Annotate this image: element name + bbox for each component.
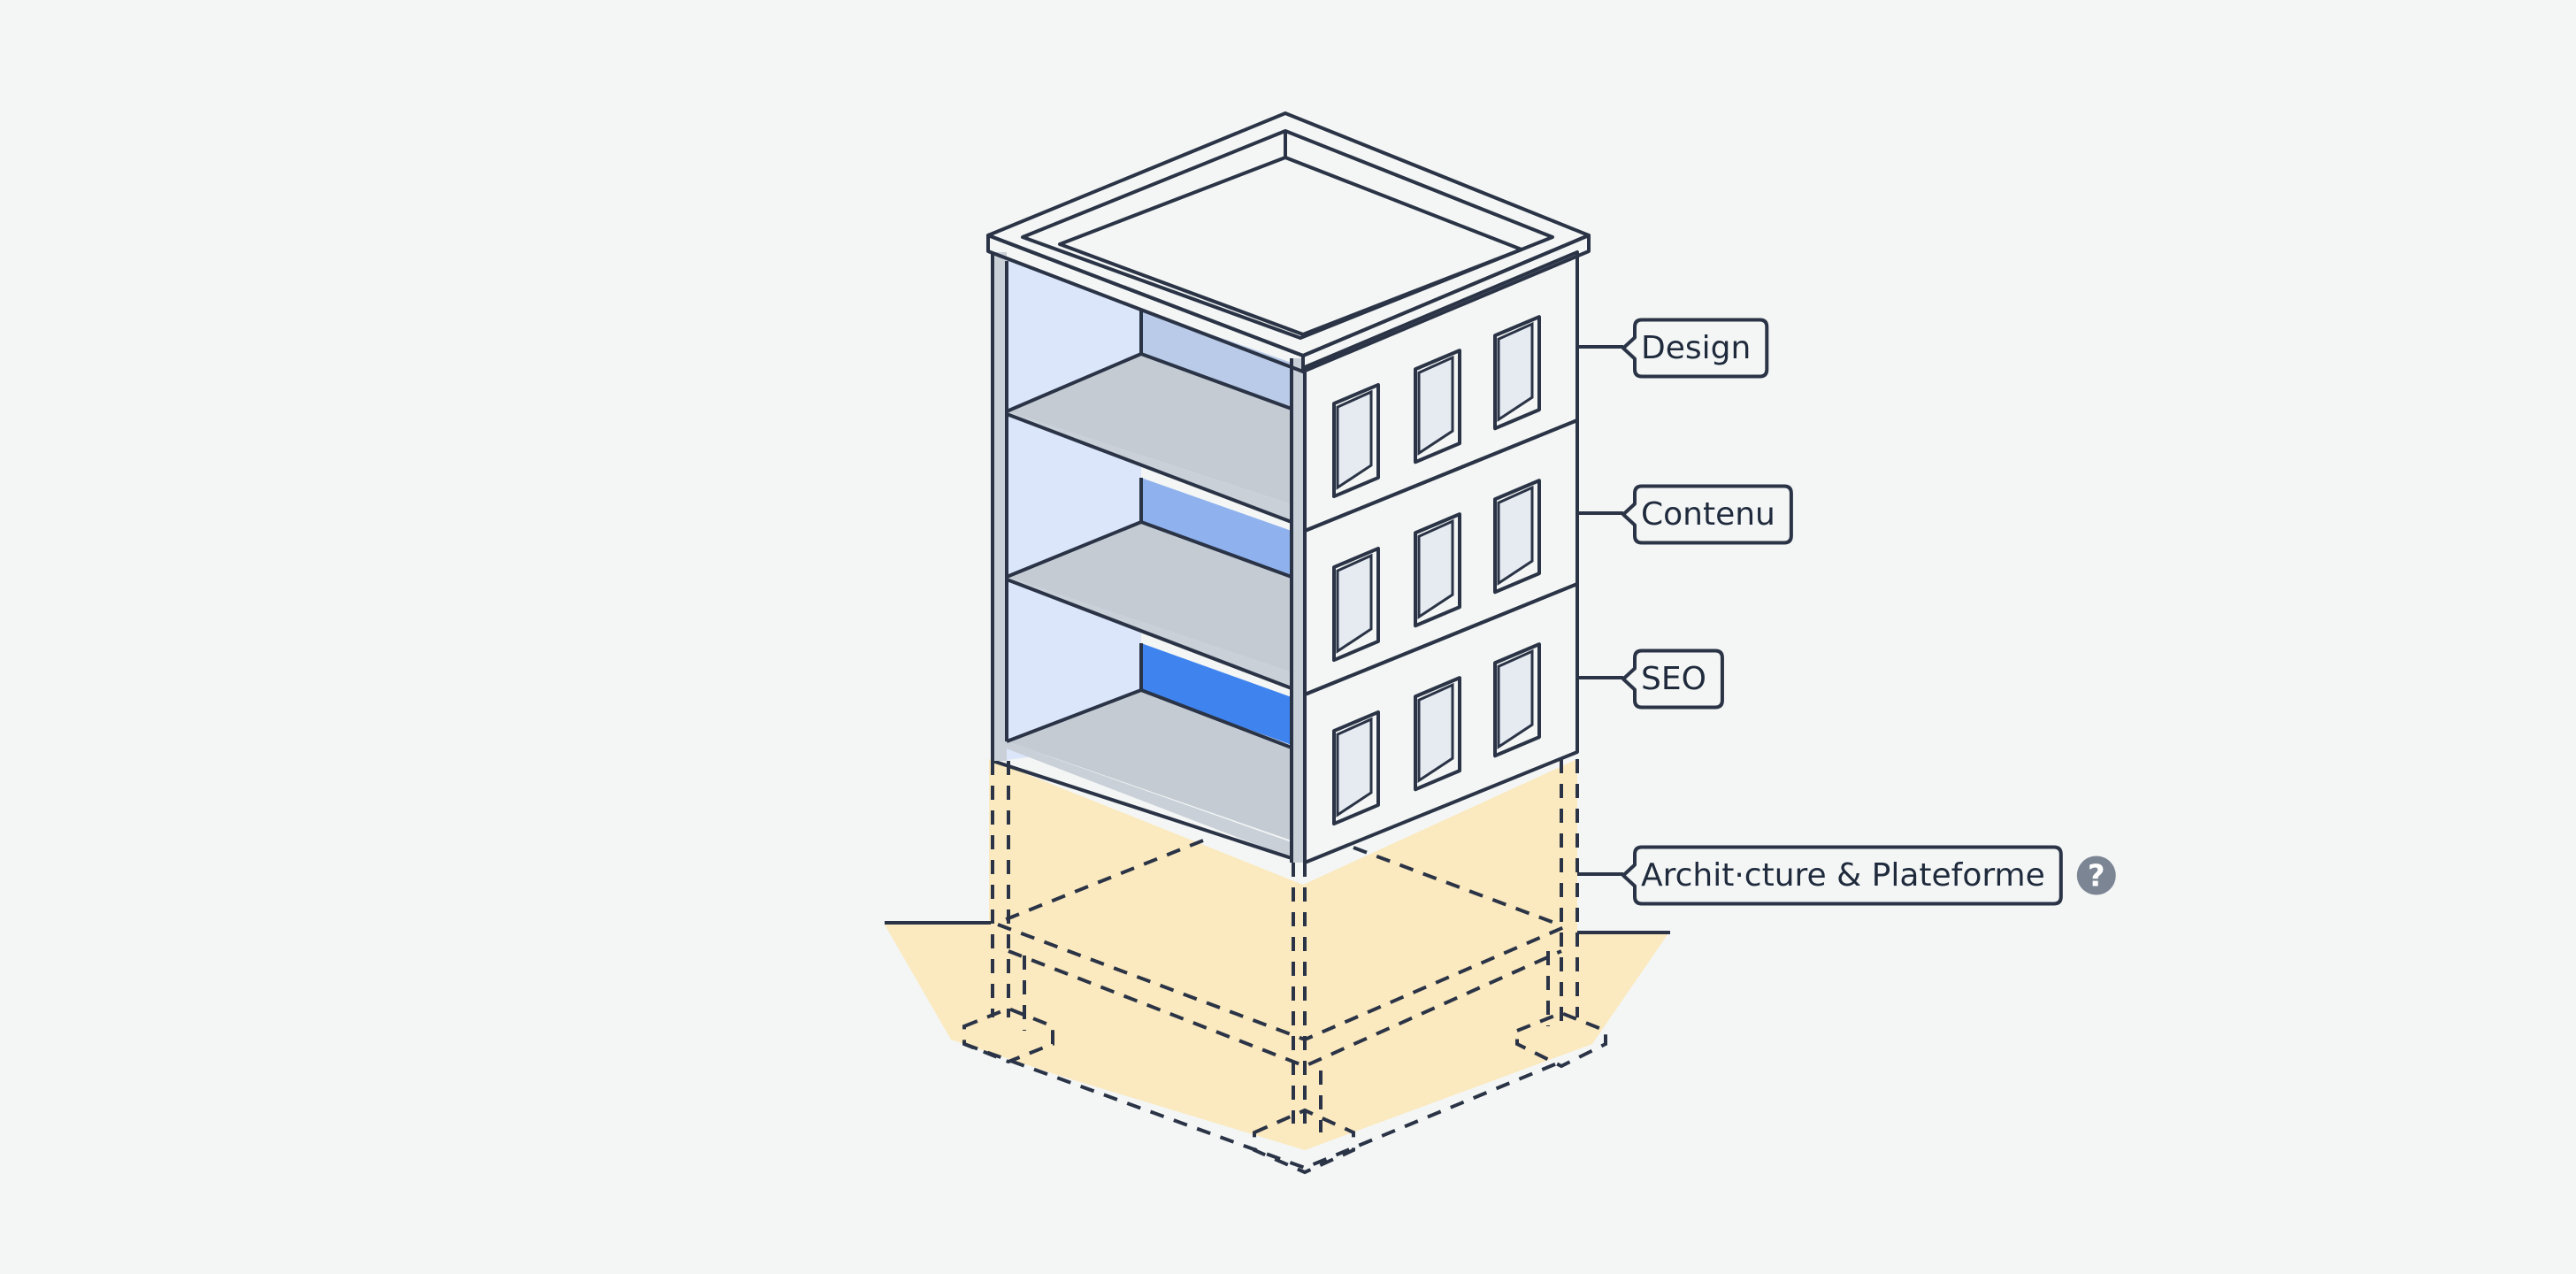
label-seo[interactable]: SEO [1622,649,1724,710]
label-contenu-text: Contenu [1641,496,1775,533]
help-glyph: ? [2088,859,2105,894]
corner-column [1292,358,1305,863]
callouts: Design Contenu SEO Archit·cture & Platef… [1577,318,2116,906]
window-pane [1417,682,1454,784]
facade-seo [1303,582,1579,864]
hidden-beam [1008,949,1562,1069]
window-frame [1414,512,1461,628]
window-frame [1332,710,1380,826]
window-pane [1497,649,1534,750]
left-column [993,252,1007,761]
floor-slab-2 [1000,520,1292,690]
label-architecture-text: Archit·cture & Plateforme [1641,857,2045,894]
window-pane [1417,518,1454,620]
window-frame [1414,349,1461,464]
window-frame [1493,642,1541,758]
window-pane [1336,717,1373,817]
interior-back-wall [1000,257,1141,761]
window-pane [1336,553,1373,654]
window-pane [1497,321,1534,423]
label-design-text: Design [1641,330,1751,366]
floor-slab-1 [1000,352,1292,524]
hidden-footing [1515,1010,1607,1069]
question-circle-icon [2076,856,2116,895]
window-pane [1497,485,1534,587]
interior-side-wall-mid [1141,478,1292,575]
roof-parapet-inner [1021,129,1554,340]
interior-side-wall-top [1141,310,1292,407]
label-seo-text: SEO [1641,661,1706,697]
roof-deck [1058,156,1523,336]
window-frame [1414,676,1461,792]
window-pane [1336,389,1373,490]
window-frame [1332,382,1380,499]
roof-top [986,111,1591,357]
hidden-edge [1353,846,1562,927]
windows [1332,315,1541,826]
ground-excavation [885,759,1670,1150]
help-button[interactable]: ? [2076,856,2116,895]
window-frame [1493,479,1541,595]
hidden-edge [1003,839,1204,922]
window-pane [1417,355,1454,457]
label-contenu[interactable]: Contenu [1622,484,1793,545]
label-architecture[interactable]: Archit·cture & Plateforme [1622,845,2063,906]
roof [986,111,1591,373]
label-design[interactable]: Design [1622,318,1769,379]
window-frame [1332,546,1380,663]
floor-slab-3 [992,688,1292,860]
foundation-layer [885,759,1670,1175]
window-frame [1493,315,1541,431]
building [986,111,1591,864]
hidden-edge [963,1042,1562,1170]
interior-side-wall-bottom [1141,643,1292,745]
